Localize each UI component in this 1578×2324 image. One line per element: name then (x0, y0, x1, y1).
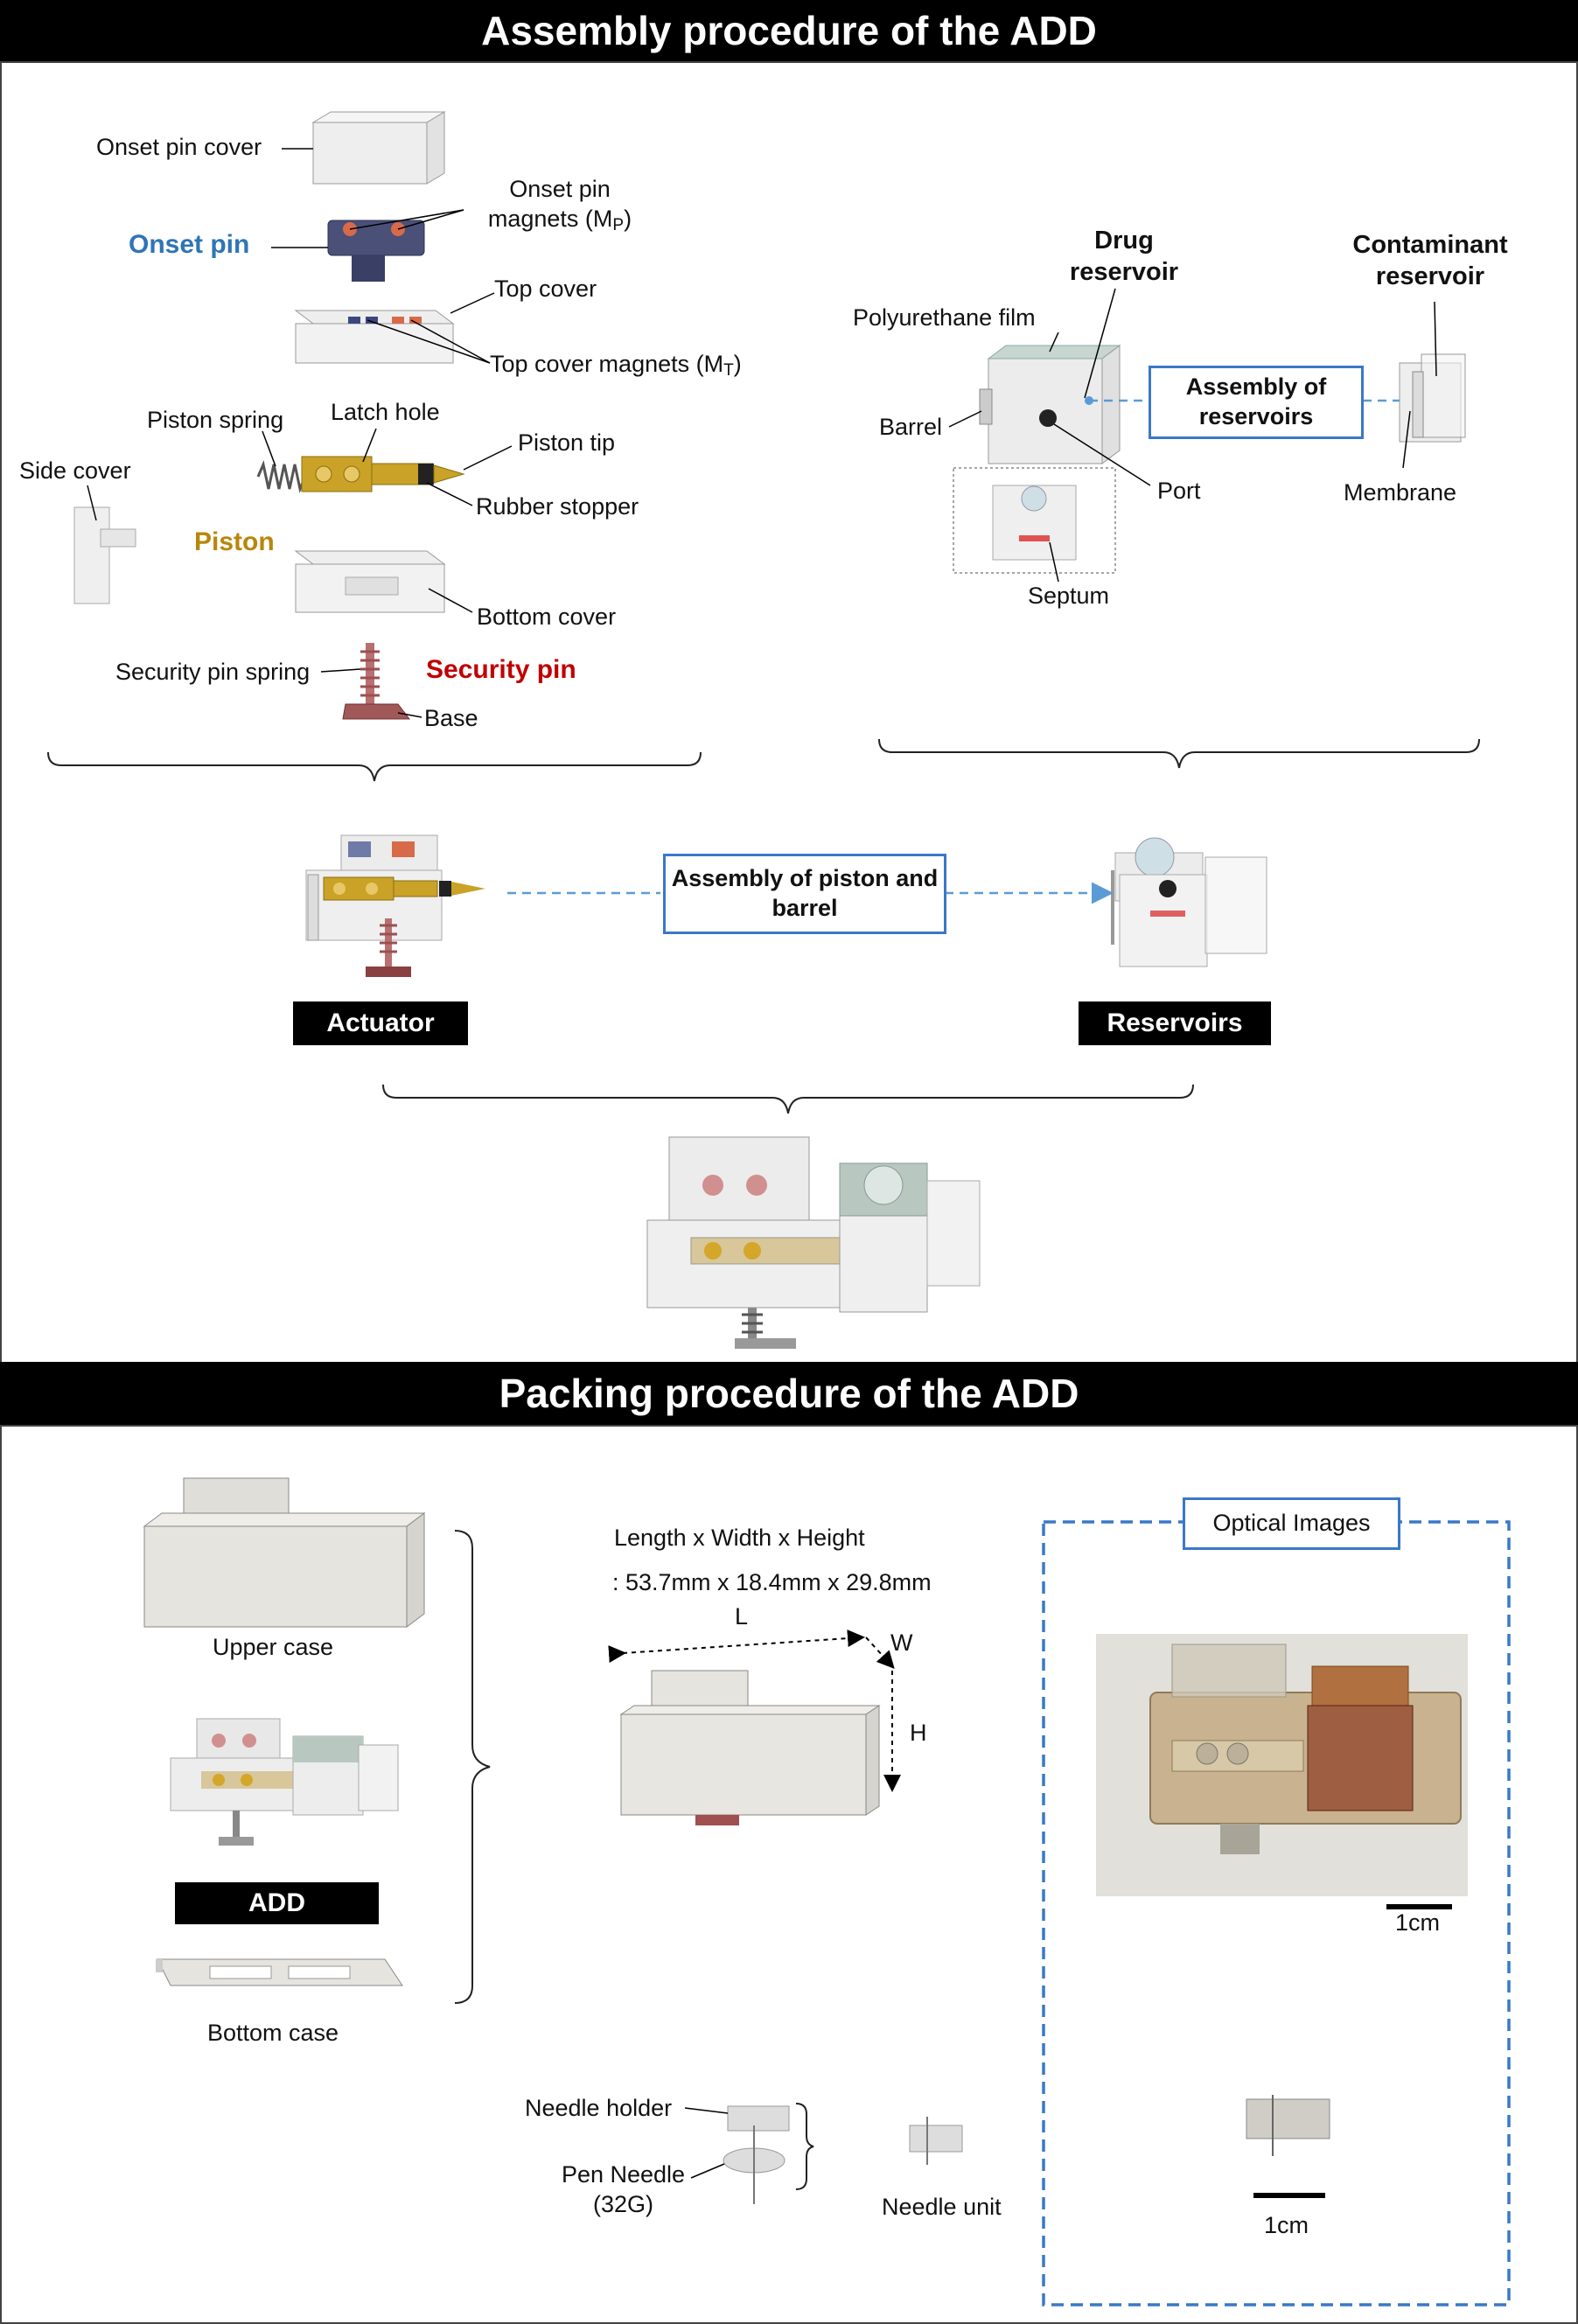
box-add: ADD (175, 1882, 379, 1924)
security-pin-shape (342, 643, 411, 720)
actuator-assembled-shape (305, 834, 485, 977)
label-rubber-stopper: Rubber stopper (476, 493, 639, 520)
reservoirs-assembled-shape (1111, 837, 1267, 967)
label-pen-needle-gauge: (32G) (592, 2190, 654, 2217)
label-needle-unit: Needle unit (882, 2194, 1002, 2220)
bottom-case-shape (156, 1958, 403, 1986)
optical-photo-device (1096, 1634, 1468, 1896)
box-actuator: Actuator (293, 1001, 468, 1045)
add-assembled-shape (646, 1136, 981, 1349)
label-top-cover-magnets: Top cover magnets (MT) (490, 351, 742, 380)
label-bottom-cover: Bottom cover (477, 604, 617, 630)
label-dim-W: W (890, 1630, 913, 1656)
label-needle-holder: Needle holder (525, 2095, 673, 2121)
assembly-banner: Assembly procedure of the ADD (0, 0, 1578, 61)
label-base: Base (424, 705, 478, 731)
label-security-pin: Security pin (426, 655, 576, 684)
box-assembly-of-reservoirs: Assembly of reservoirs (1149, 366, 1364, 439)
label-side-cover: Side cover (19, 457, 131, 484)
label-pen-needle: Pen Needle (32G) (547, 2160, 700, 2220)
drug-reservoir-shape (979, 345, 1121, 464)
label-onset-pin-magnets-line1: Onset pin (509, 176, 611, 202)
contaminant-reservoir-shape (1399, 353, 1466, 443)
label-onset-pin-magnets: Onset pin magnets (MP) (487, 176, 632, 234)
label-piston-tip: Piston tip (518, 429, 616, 456)
packing-title: Packing procedure of the ADD (499, 1371, 1079, 1416)
piston-shape (301, 456, 465, 492)
label-top-cover-magnets-text: Top cover magnets (M (490, 351, 724, 377)
label-dims-value: : 53.7mm x 18.4mm x 29.8mm (612, 1569, 932, 1595)
label-upper-case: Upper case (213, 1634, 334, 1660)
box-optical-images: Optical Images (1183, 1497, 1400, 1550)
add-packing-shape (170, 1718, 399, 1846)
optical-photo-needle (1246, 2095, 1330, 2156)
onset-pin-cover-shape (311, 111, 446, 185)
septum-inset-shape (992, 485, 1077, 561)
label-dim-L: L (735, 1603, 749, 1630)
label-septum: Septum (1028, 583, 1110, 609)
label-latch-hole: Latch hole (331, 399, 440, 425)
upper-case-shape (143, 1477, 426, 1628)
label-drug-reservoir: Drug reservoir (1069, 227, 1179, 287)
onset-pin-shape (327, 220, 425, 282)
label-top-cover-magnets-sub: T (723, 361, 734, 380)
label-bottom-case: Bottom case (207, 2020, 339, 2046)
top-cover-shape (294, 310, 455, 364)
label-piston-spring: Piston spring (147, 407, 284, 433)
label-onset-pin-cover: Onset pin cover (96, 134, 262, 160)
label-membrane: Membrane (1344, 479, 1457, 506)
label-scale-2: 1cm (1264, 2212, 1309, 2238)
label-polyurethane-film: Polyurethane film (853, 304, 1036, 331)
label-port: Port (1157, 478, 1201, 504)
label-dim-H: H (910, 1720, 927, 1746)
label-dims-header: Length x Width x Height (614, 1525, 865, 1551)
pen-needle-shape (723, 2125, 786, 2204)
label-onset-pin: Onset pin (129, 230, 250, 259)
label-onset-pin-magnets-sub: P (612, 215, 625, 234)
label-pen-needle-text: Pen Needle (561, 2161, 686, 2188)
dimension-device-shape (619, 1670, 881, 1825)
label-top-cover: Top cover (494, 276, 597, 302)
bottom-cover-shape (294, 550, 446, 613)
label-security-pin-spring: Security pin spring (115, 659, 311, 685)
needle-holder-shape (727, 2105, 790, 2132)
side-cover-shape (73, 506, 136, 604)
label-barrel: Barrel (879, 414, 943, 440)
needle-unit-shape (909, 2117, 963, 2165)
label-onset-pin-magnets-line2: magnets (M (487, 205, 613, 232)
label-contaminant-reservoir: Contaminant reservoir (1352, 231, 1508, 291)
label-piston: Piston (194, 527, 275, 556)
packing-banner: Packing procedure of the ADD (0, 1362, 1578, 1425)
assembly-title: Assembly procedure of the ADD (481, 8, 1097, 53)
box-reservoirs: Reservoirs (1079, 1001, 1271, 1045)
piston-spring-shape (256, 460, 307, 493)
box-assembly-of-piston-and-barrel: Assembly of piston and barrel (663, 854, 946, 934)
label-scale-1: 1cm (1395, 1909, 1441, 1936)
